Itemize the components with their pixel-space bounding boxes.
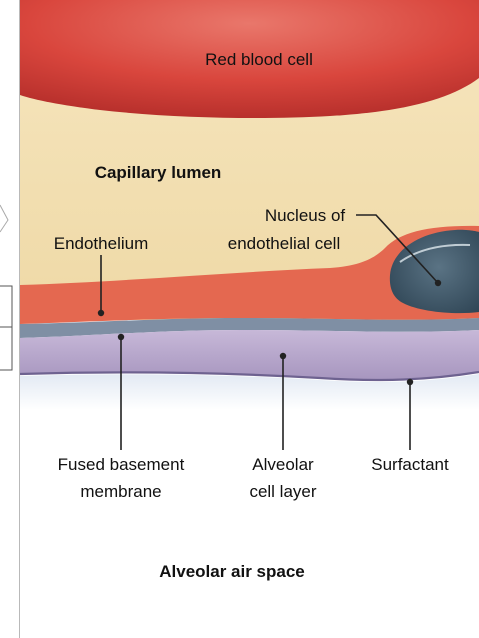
alveolar-layer-label-line2: cell layer <box>249 482 316 501</box>
surfactant-dot <box>407 379 413 385</box>
endothelium-dot <box>98 310 104 316</box>
fused-membrane-dot <box>118 334 124 340</box>
alveolar-air-space-label: Alveolar air space <box>159 562 305 581</box>
surfactant-label: Surfactant <box>371 455 449 474</box>
left-arrow-tip <box>0 205 8 232</box>
nucleus-dot <box>435 280 441 286</box>
endothelium-label: Endothelium <box>54 234 149 253</box>
left-bracket <box>0 286 12 370</box>
nucleus-label-line2: endothelial cell <box>228 234 340 253</box>
nucleus-label-line1: Nucleus of <box>265 206 346 225</box>
fused-membrane-label-line1: Fused basement <box>58 455 185 474</box>
fused-membrane-label-line2: membrane <box>80 482 161 501</box>
alveolar-layer-label-line1: Alveolar <box>252 455 314 474</box>
red-blood-cell-label: Red blood cell <box>205 50 313 69</box>
capillary-lumen-label: Capillary lumen <box>95 163 222 182</box>
alveolar-layer-dot <box>280 353 286 359</box>
